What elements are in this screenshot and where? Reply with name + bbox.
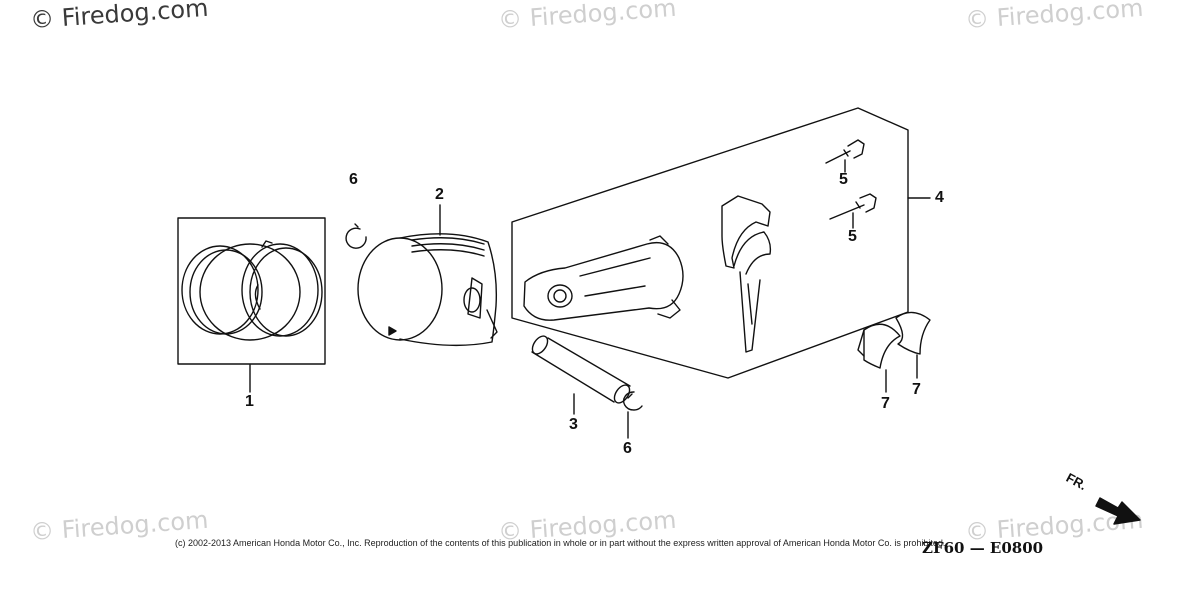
connecting-rod-cap [721, 195, 772, 353]
callout-6: 6 [623, 440, 632, 457]
piston-pin [531, 335, 631, 404]
piston-pin-clip [345, 223, 367, 249]
front-direction-arrow [1095, 497, 1141, 525]
callout-4: 4 [935, 189, 944, 206]
rod-bearing [857, 323, 901, 369]
piston-ring-set [177, 217, 326, 365]
rod-bolt [829, 193, 877, 220]
callout-7: 7 [912, 381, 921, 398]
piston-pin-clip [623, 391, 643, 411]
connecting-rod [523, 235, 684, 321]
rod-bearing [895, 311, 931, 355]
rod-bolt [825, 139, 865, 164]
diagram-code: ZF60 — E0800 [922, 539, 1044, 557]
callout-1: 1 [245, 393, 254, 410]
copyright-notice: (c) 2002-2013 American Honda Motor Co., … [175, 538, 946, 548]
callout-7: 7 [881, 395, 890, 412]
callout-3: 3 [569, 416, 578, 433]
piston [357, 233, 498, 347]
callout-5: 5 [848, 228, 857, 245]
callout-6: 6 [349, 171, 358, 188]
callout-2: 2 [435, 186, 444, 203]
callout-5: 5 [839, 171, 848, 188]
